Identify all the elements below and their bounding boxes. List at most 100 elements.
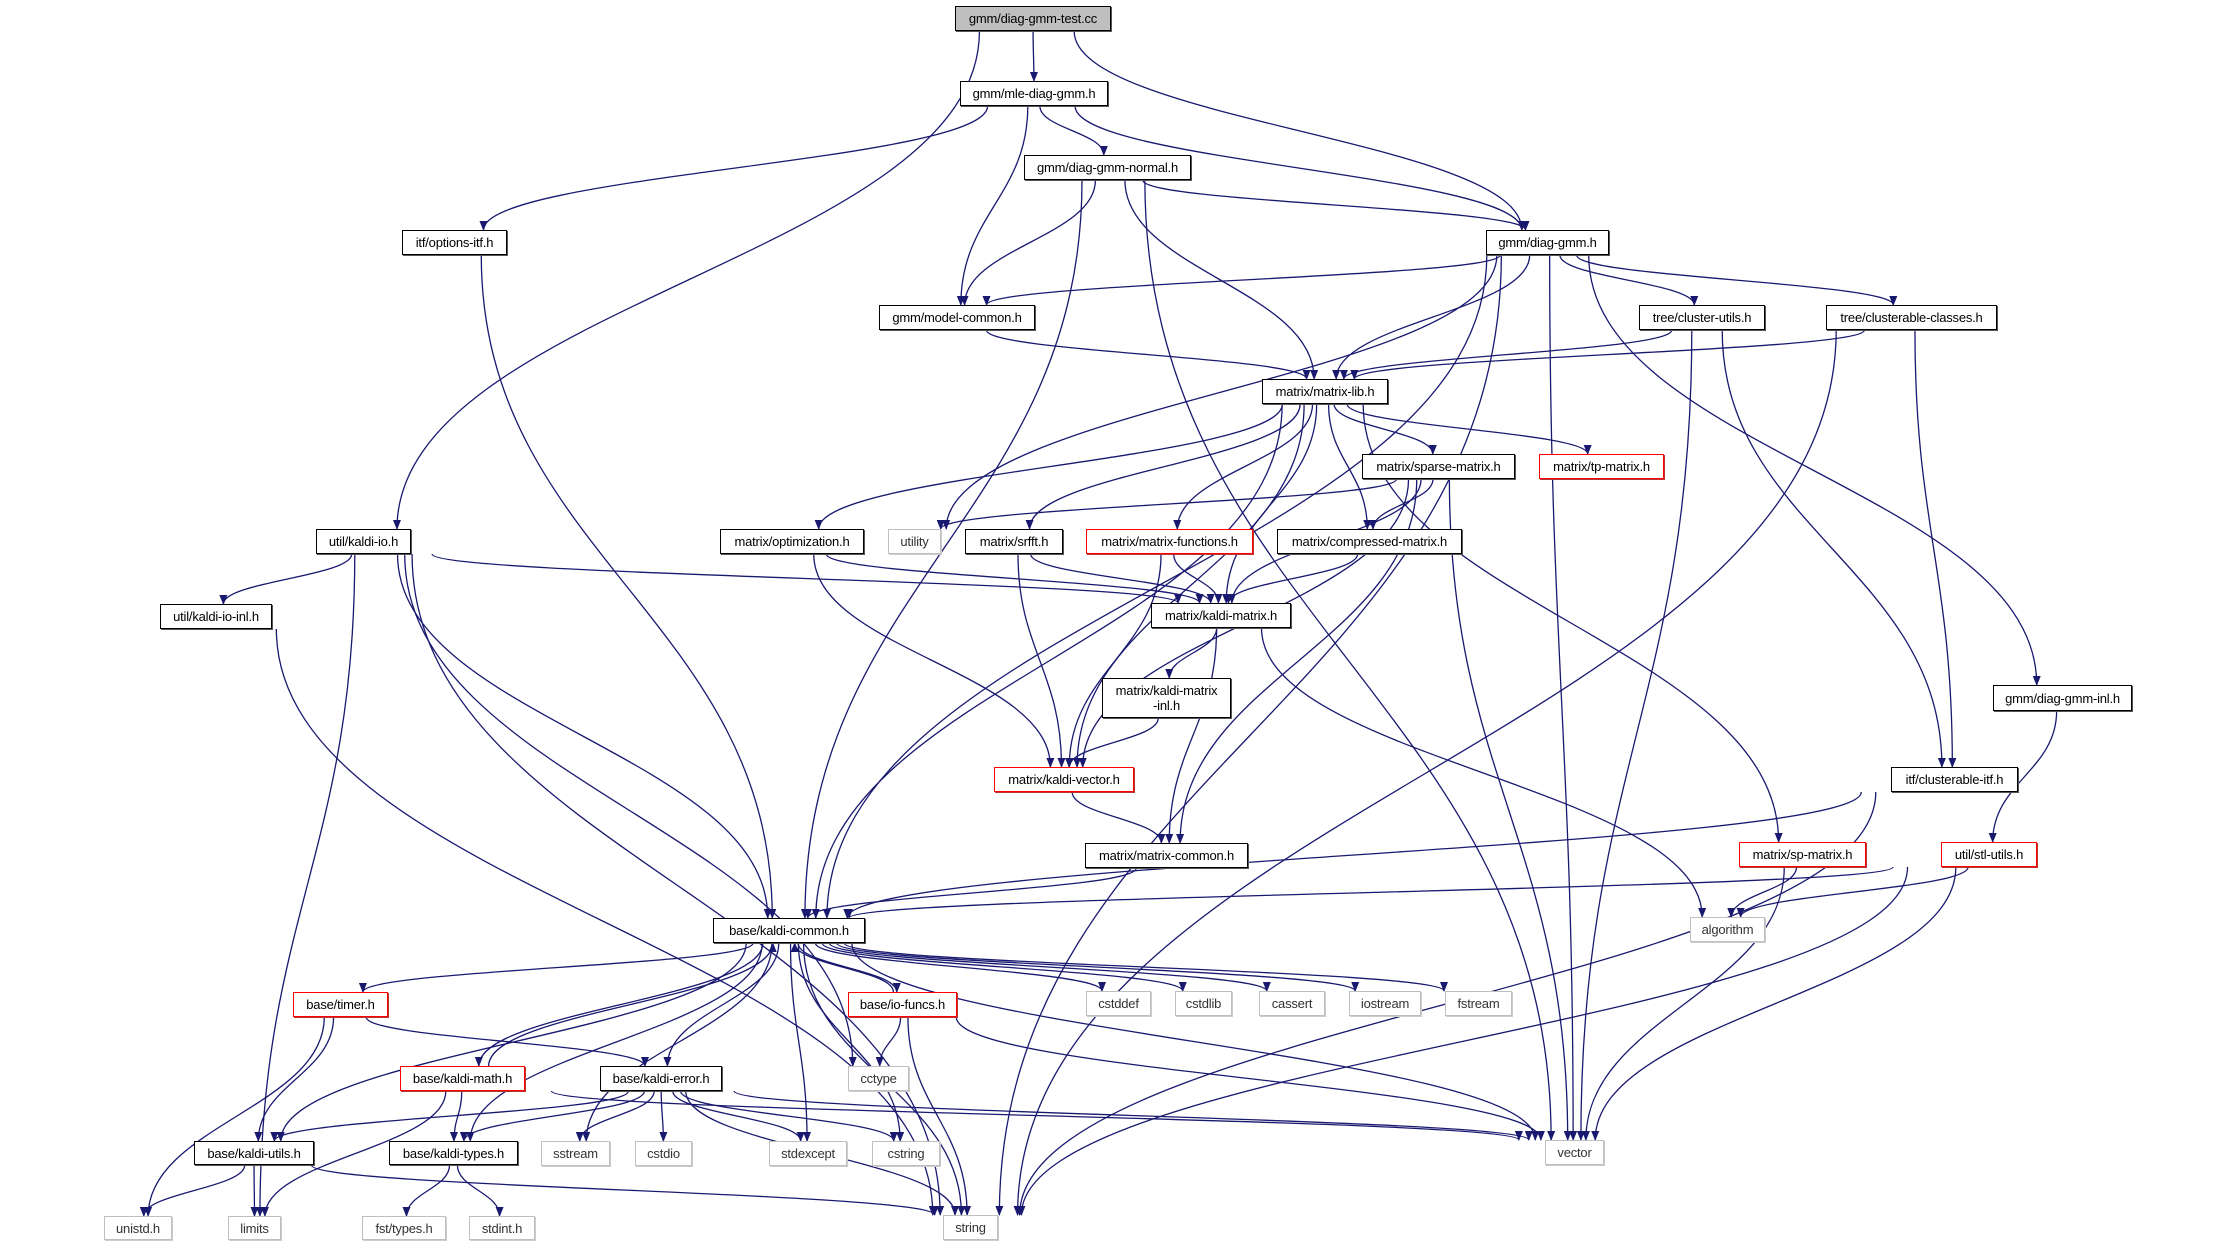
edge-compressed-to-kmatrix — [1224, 553, 1359, 604]
graph-node-label: algorithm — [1701, 922, 1754, 937]
edge-kaldiio-to-string — [411, 553, 945, 1216]
edge-sp-to-algorithm — [1727, 866, 1798, 918]
graph-node-diaggmm[interactable]: gmm/diag-gmm.h — [1486, 230, 1609, 255]
edge-kvector-to-mcommon — [1071, 791, 1166, 844]
graph-node-kerror[interactable]: base/kaldi-error.h — [600, 1066, 722, 1091]
graph-node-sstream: sstream — [541, 1141, 610, 1166]
edge-matrixlib-to-sp — [1362, 403, 1783, 843]
edge-mle-to-options — [479, 105, 989, 231]
edge-matrixlib-to-tp — [1346, 403, 1592, 455]
graph-node-label: base/kaldi-types.h — [402, 1145, 505, 1161]
edge-diaggmm-to-utility — [942, 254, 1498, 530]
edge-clusteritf-to-kcommon — [843, 791, 1862, 919]
graph-node-kcommon[interactable]: base/kaldi-common.h — [713, 918, 865, 943]
graph-node-tp[interactable]: matrix/tp-matrix.h — [1539, 454, 1664, 479]
edge-kerror-to-cstring — [679, 1090, 898, 1142]
edge-timer-to-kerror — [365, 1016, 649, 1067]
edge-options-to-kcommon — [480, 254, 777, 919]
edge-kutils-to-string — [310, 1164, 939, 1216]
edge-stlutils-to-algorithm — [1736, 866, 1969, 918]
graph-node-label: cassert — [1271, 996, 1313, 1011]
graph-node-kvector[interactable]: matrix/kaldi-vector.h — [994, 767, 1134, 792]
graph-node-root: gmm/diag-gmm-test.cc — [955, 6, 1111, 31]
edge-kcommon-to-kerror — [663, 942, 780, 1067]
edge-kaldiio-to-cctype — [404, 553, 857, 1067]
graph-node-timer[interactable]: base/timer.h — [293, 992, 388, 1017]
edge-normal-to-diaggmm — [1142, 179, 1530, 231]
graph-node-mfuncs[interactable]: matrix/matrix-functions.h — [1086, 529, 1253, 554]
graph-node-label: fst/types.h — [375, 1220, 433, 1236]
graph-node-clusteritf[interactable]: itf/clusterable-itf.h — [1891, 767, 2018, 792]
graph-node-ktypes[interactable]: base/kaldi-types.h — [389, 1141, 518, 1165]
graph-node-label: unistd.h — [116, 1220, 160, 1236]
graph-node-label: matrix/optimization.h — [734, 534, 850, 549]
graph-node-compressed[interactable]: matrix/compressed-matrix.h — [1277, 529, 1462, 554]
edge-kcommon-to-ktypes — [466, 942, 763, 1142]
graph-node-normal[interactable]: gmm/diag-gmm-normal.h — [1024, 155, 1191, 180]
edge-kcommon-to-stdexcept — [789, 942, 812, 1142]
graph-node-modelcommon[interactable]: gmm/model-common.h — [879, 305, 1035, 330]
edge-kaldiio-to-kaldiioinl — [219, 553, 353, 605]
edge-clusterutils-to-matrixlib — [1339, 329, 1673, 380]
edge-kcommon-to-cstdlib — [821, 942, 1187, 992]
edge-srfft-to-kmatrix — [1029, 553, 1215, 604]
graph-node-mle[interactable]: gmm/mle-diag-gmm.h — [960, 81, 1108, 106]
edge-sparse-to-vector — [1448, 478, 1572, 1141]
edge-diaggmminl-to-stlutils — [1988, 710, 2058, 843]
edge-root-to-kaldiio — [392, 30, 981, 530]
graph-node-label: stdint.h — [481, 1220, 523, 1236]
graph-node-options[interactable]: itf/options-itf.h — [402, 230, 507, 255]
graph-node-kmatrixinl[interactable]: matrix/kaldi-matrix -inl.h — [1102, 678, 1231, 718]
edge-mle-to-diaggmm — [1074, 105, 1526, 231]
graph-node-diaggmminl[interactable]: gmm/diag-gmm-inl.h — [1993, 685, 2132, 711]
edge-matrixlib-to-kcommon — [811, 403, 1283, 919]
graph-node-kutils[interactable]: base/kaldi-utils.h — [194, 1141, 314, 1165]
graph-node-label: stdexcept — [781, 1146, 835, 1161]
edge-kcommon-to-timer — [359, 942, 754, 993]
edge-matrixlib-to-sparse — [1333, 403, 1437, 455]
edge-kcommon-to-fstream — [843, 942, 1448, 992]
edge-ktypes-to-stdint — [456, 1164, 504, 1217]
graph-node-kmatrix[interactable]: matrix/kaldi-matrix.h — [1151, 603, 1291, 628]
graph-node-iofuncs[interactable]: base/io-funcs.h — [848, 992, 957, 1017]
graph-node-clusterclasses[interactable]: tree/clusterable-classes.h — [1826, 305, 1997, 330]
graph-node-clusterutils[interactable]: tree/cluster-utils.h — [1639, 305, 1765, 330]
graph-node-kaldiio[interactable]: util/kaldi-io.h — [316, 529, 411, 554]
graph-node-label: gmm/mle-diag-gmm.h — [972, 86, 1096, 101]
graph-node-sp[interactable]: matrix/sp-matrix.h — [1739, 842, 1866, 867]
graph-node-label: tree/cluster-utils.h — [1652, 310, 1752, 325]
graph-node-sparse[interactable]: matrix/sparse-matrix.h — [1362, 454, 1515, 479]
edge-srfft-to-kvector — [1017, 553, 1066, 768]
edge-iofuncs-to-kcommon — [790, 942, 895, 993]
graph-node-cstring: cstring — [872, 1141, 940, 1166]
edge-sparse-to-utility — [936, 478, 1398, 530]
graph-node-label: tree/clusterable-classes.h — [1840, 310, 1983, 325]
graph-node-label: gmm/diag-gmm-normal.h — [1036, 160, 1178, 175]
edge-iofuncs-to-cctype — [875, 1016, 902, 1067]
graph-node-kmath[interactable]: base/kaldi-math.h — [400, 1066, 525, 1091]
graph-node-optimization[interactable]: matrix/optimization.h — [720, 529, 864, 554]
edge-diaggmm-to-string — [995, 254, 1502, 1216]
edge-clusterutils-to-clusteritf — [1721, 329, 1946, 768]
graph-node-mcommon[interactable]: matrix/matrix-common.h — [1085, 843, 1248, 868]
graph-node-kaldiioinl[interactable]: util/kaldi-io-inl.h — [160, 604, 272, 629]
graph-node-srfft[interactable]: matrix/srfft.h — [965, 529, 1063, 554]
edge-clusterclasses-to-string — [1013, 329, 1837, 1216]
edge-kerror-to-sstream — [575, 1090, 655, 1142]
edge-mfuncs-to-kmatrix — [1172, 553, 1223, 604]
graph-node-stlutils[interactable]: util/stl-utils.h — [1941, 842, 2037, 867]
edge-timer-to-unistd — [144, 1016, 325, 1217]
graph-node-label: cstdio — [647, 1146, 680, 1161]
edge-kerror-to-kutils — [270, 1090, 630, 1142]
graph-node-label: string — [955, 1220, 986, 1235]
graph-node-label: gmm/diag-gmm-inl.h — [2005, 690, 2120, 706]
graph-node-label: utility — [900, 534, 929, 549]
graph-node-label: matrix/sp-matrix.h — [1752, 847, 1853, 862]
edge-diaggmm-to-matrixlib — [1332, 254, 1531, 380]
edge-normal-to-modelcommon — [960, 179, 1097, 306]
graph-node-matrixlib[interactable]: matrix/matrix-lib.h — [1262, 379, 1388, 404]
graph-node-label: gmm/diag-gmm.h — [1498, 235, 1597, 250]
graph-node-label: base/io-funcs.h — [859, 997, 946, 1012]
